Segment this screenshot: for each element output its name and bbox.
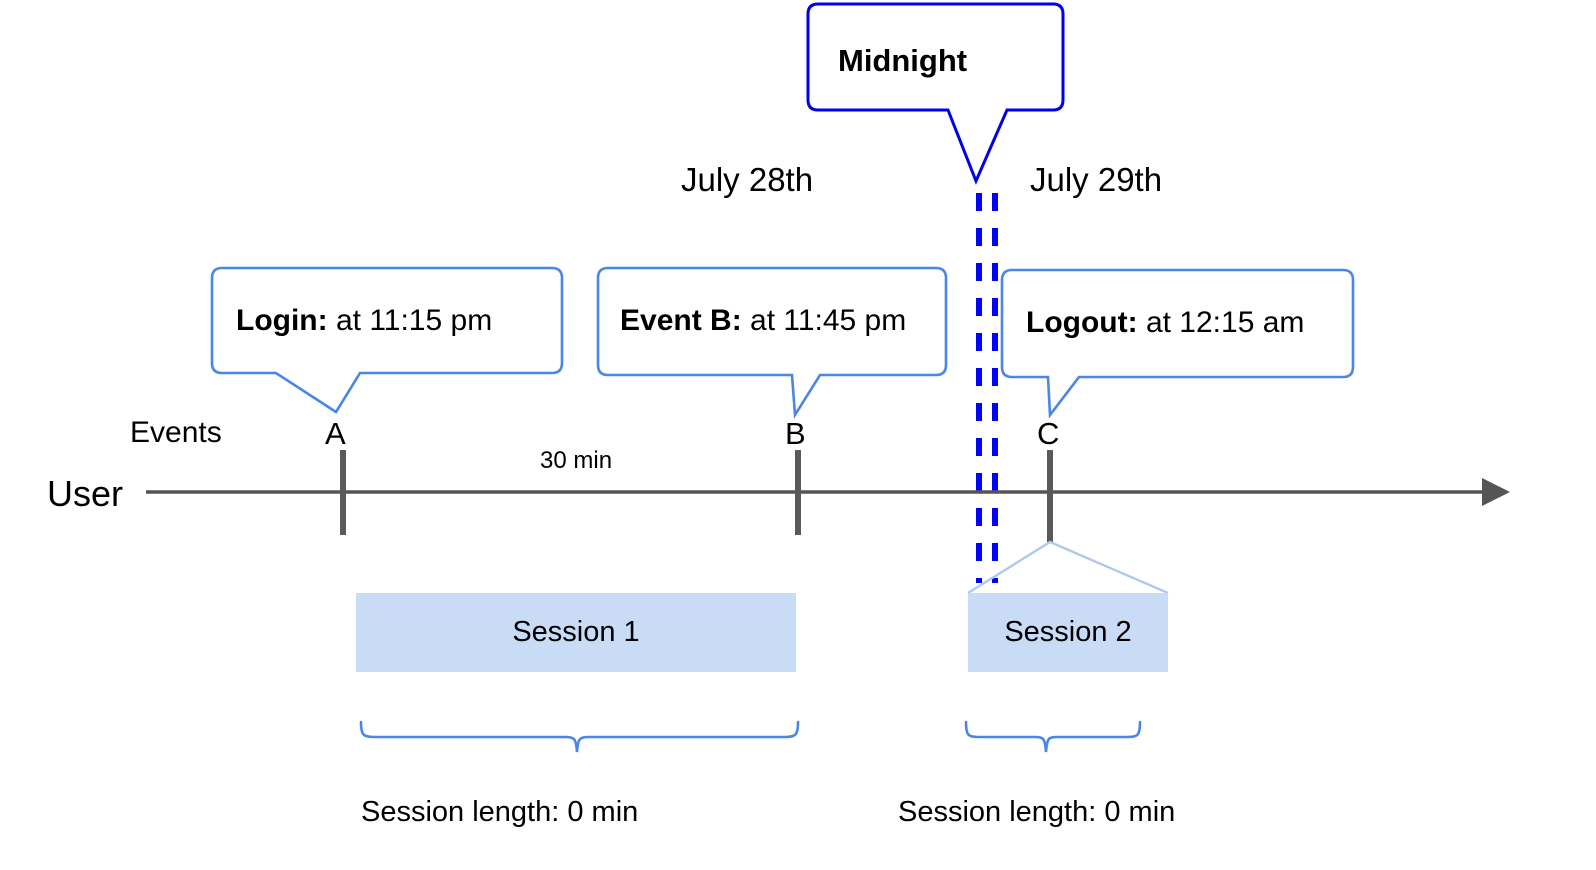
login-callout-text: Login: at 11:15 pm [236, 306, 492, 336]
session-2-brace [964, 720, 1142, 753]
session-2-box: Session 2 [968, 593, 1168, 672]
marker-letter-a: A [325, 416, 346, 451]
event-b-callout-text: Event B: at 11:45 pm [620, 306, 906, 336]
login-callout-bold: Login: [236, 304, 328, 337]
date-label-july-29: July 29th [1030, 161, 1163, 198]
midnight-callout-bubble [806, 2, 1065, 185]
marker-letter-c: C [1037, 416, 1060, 451]
session-1-brace [359, 720, 800, 753]
logout-callout-bold: Logout: [1026, 306, 1138, 339]
session-2-connector [967, 540, 1169, 595]
session-1-label: Session 1 [512, 616, 640, 648]
session-1-length-label: Session length: 0 min [361, 796, 639, 828]
date-label-july-28: July 28th [681, 161, 814, 198]
row-label-events: Events [130, 416, 222, 449]
event-b-callout-rest: at 11:45 pm [741, 304, 907, 337]
marker-letter-b: B [785, 416, 806, 451]
logout-callout-rest: at 12:15 am [1137, 306, 1305, 339]
session-2-length-label: Session length: 0 min [898, 796, 1176, 828]
logout-callout-text: Logout: at 12:15 am [1026, 308, 1304, 338]
midnight-callout-label: Midnight [838, 43, 968, 78]
timeline-arrowhead [1482, 478, 1510, 506]
row-label-user: User [47, 473, 124, 514]
gap-duration-label: 30 min [540, 447, 613, 474]
login-callout-rest: at 11:15 pm [327, 304, 493, 337]
logout-callout-bubble [1000, 268, 1355, 419]
event-b-callout-bubble [596, 266, 948, 420]
session-1-box: Session 1 [356, 593, 796, 672]
session-2-label: Session 2 [1004, 616, 1132, 648]
event-b-callout-bold: Event B: [620, 304, 742, 337]
login-callout-bubble [210, 266, 564, 414]
